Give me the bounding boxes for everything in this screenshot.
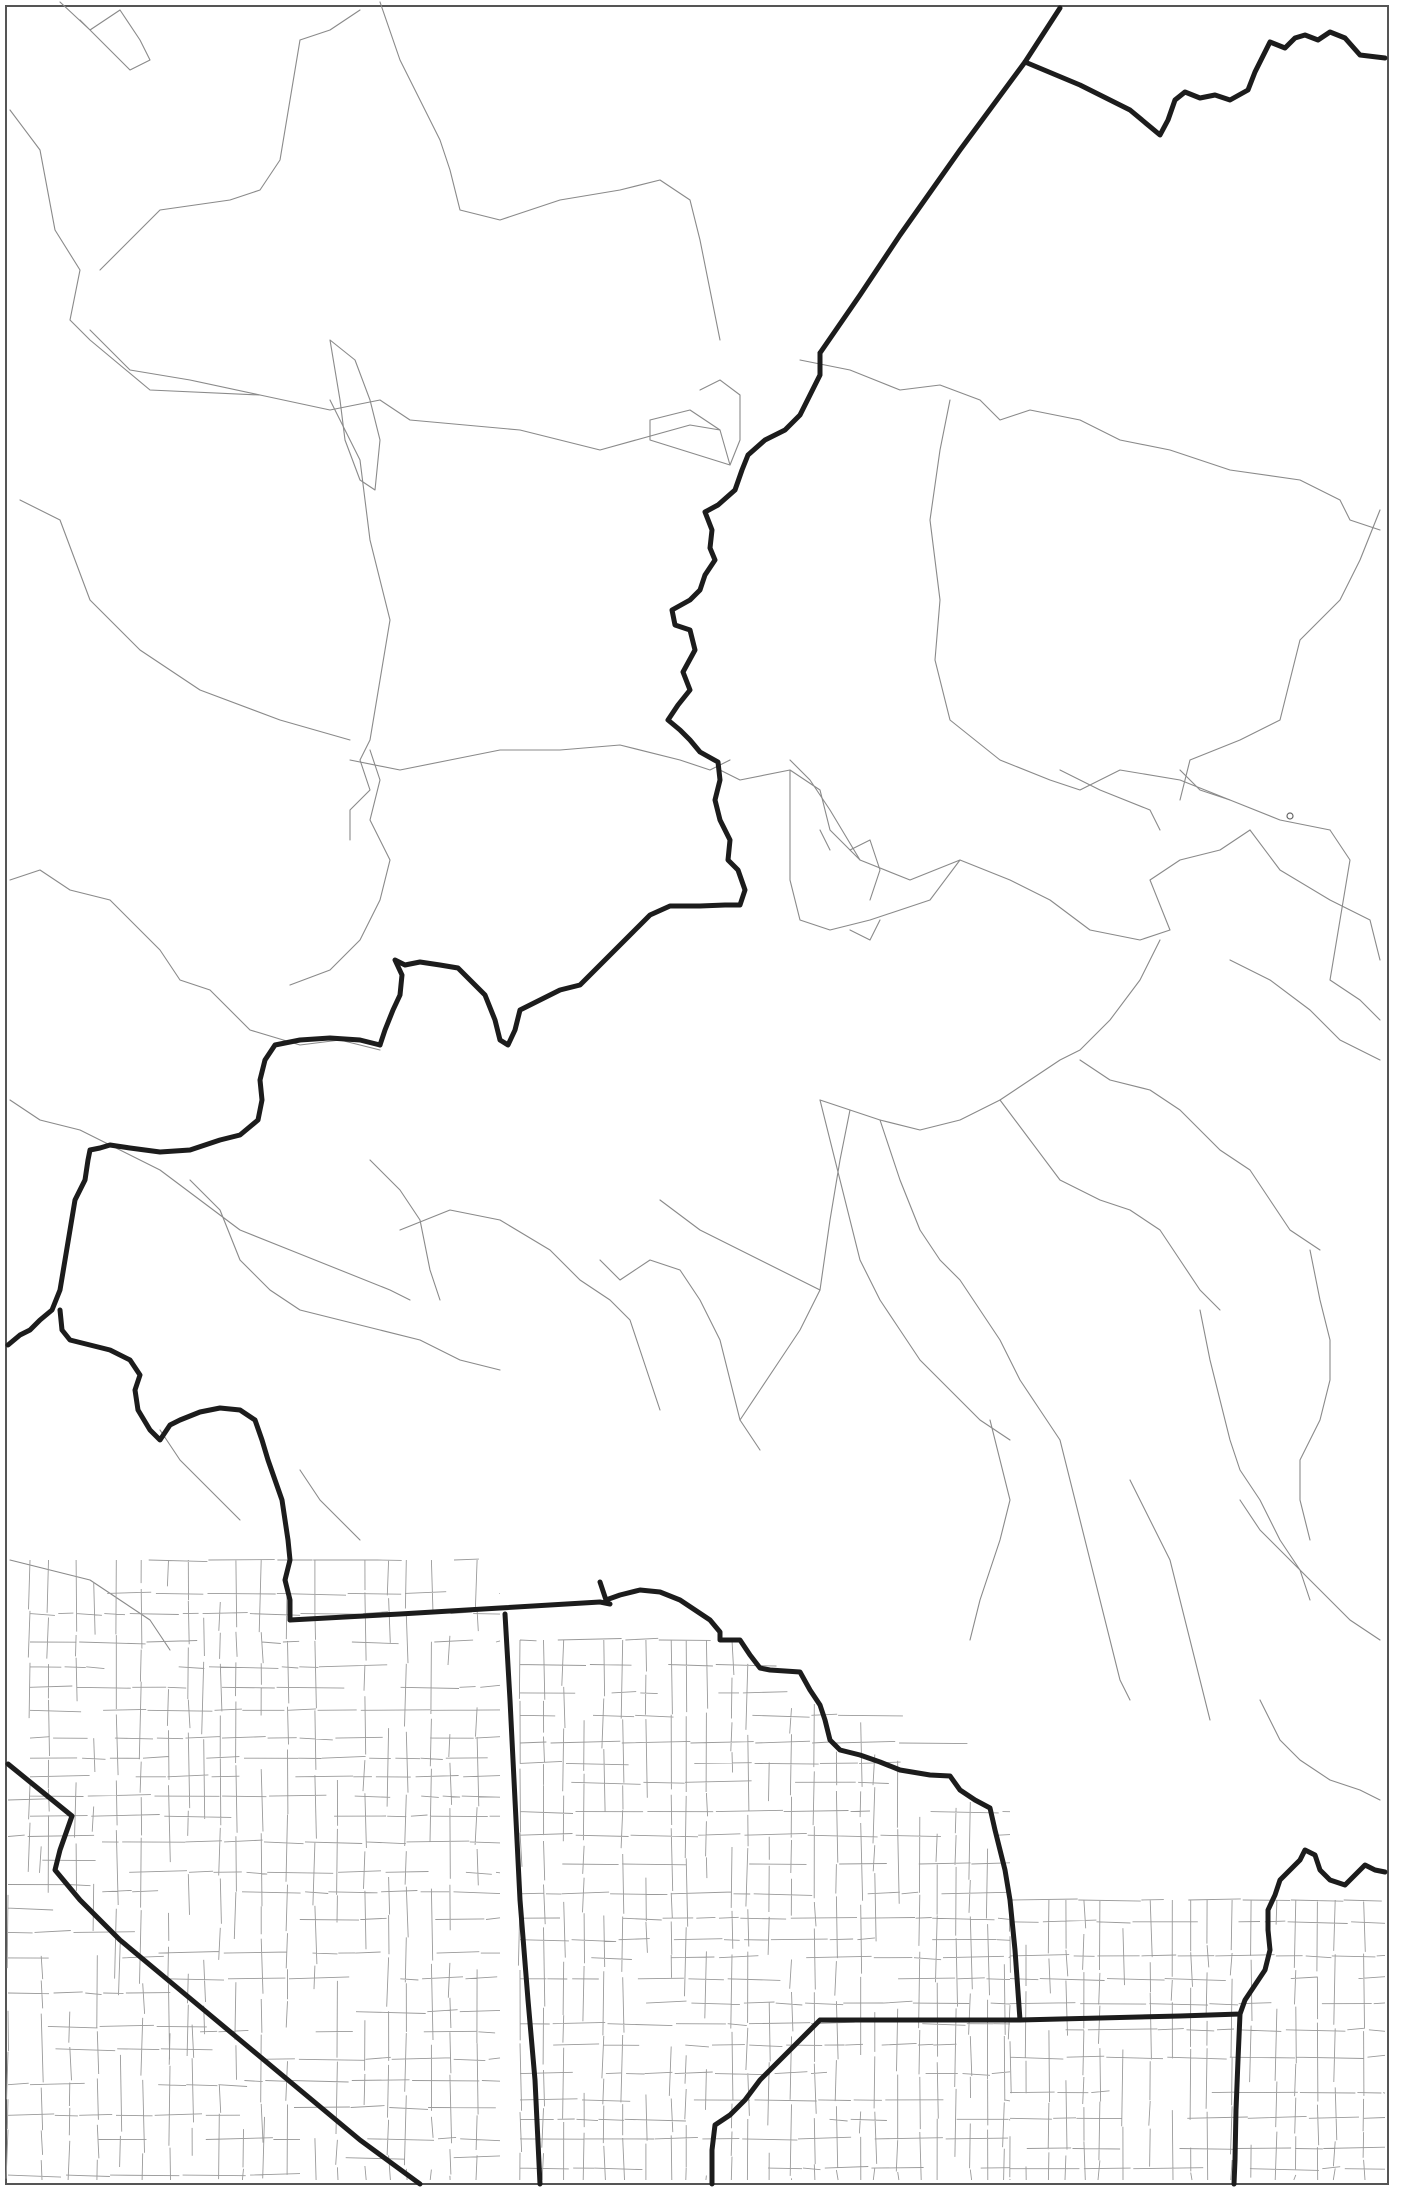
minor-boundary [289, 749, 391, 986]
major-boundary-central-winding [377, 350, 823, 1048]
major-boundary-urban-divider [502, 1611, 543, 2187]
parcel-lines [27, 1558, 501, 2181]
urban-parcel-grid-southwest [5, 1798, 301, 2181]
minor-boundary [379, 1, 721, 341]
major-boundary-south-east [1017, 1847, 1388, 2023]
minor-boundary [819, 939, 1161, 1131]
minor-boundary [879, 1119, 1061, 1441]
minor-boundary [1059, 769, 1231, 831]
minor-boundaries [9, 1, 1381, 1801]
minor-boundary [1059, 1439, 1131, 1701]
minor-boundary [929, 399, 1331, 831]
major-boundary-west-winding [5, 1035, 383, 1348]
major-boundary-northeast [1022, 29, 1388, 138]
minor-boundary [9, 1099, 411, 1301]
major-boundary-urban-north [287, 1579, 1023, 2023]
parcel-lines [5, 1798, 301, 2181]
minor-boundary [789, 759, 961, 931]
minor-boundary [189, 1179, 501, 1371]
minor-boundary [59, 1, 151, 71]
minor-boundary [1259, 1699, 1381, 1801]
minor-boundary [969, 1419, 1011, 1641]
minor-boundary [1199, 1309, 1311, 1601]
minor-boundary [1079, 1059, 1321, 1251]
minor-boundary [599, 1259, 761, 1451]
major-boundary-south-inner [709, 2017, 1023, 2187]
map-marker-dot [1286, 812, 1294, 820]
parcel-lines [517, 1637, 1011, 2181]
minor-boundary [89, 329, 391, 841]
minor-boundary [659, 1099, 1011, 1441]
minor-boundary [159, 1429, 361, 1541]
major-boundary-west-south [57, 1307, 293, 1623]
minor-boundary [719, 769, 1251, 941]
minor-boundary [1179, 509, 1381, 801]
map-frame [5, 5, 1389, 2185]
minor-boundary [1129, 1479, 1211, 1721]
minor-boundary [999, 1099, 1221, 1311]
minor-boundary [369, 1159, 661, 1411]
minor-boundary [19, 499, 731, 771]
minor-boundary [1239, 1499, 1381, 1641]
urban-parcel-grid-central [517, 1637, 1011, 2181]
minor-boundary [739, 1109, 851, 1421]
minor-boundary [649, 379, 741, 466]
minor-boundary [799, 359, 1381, 531]
minor-boundary [1329, 829, 1381, 1021]
minor-boundary [9, 1559, 171, 1651]
minor-boundary [819, 829, 881, 941]
minor-boundary [9, 109, 731, 466]
major-boundary-north-diagonal [817, 5, 1063, 356]
urban-parcel-grid-west [27, 1558, 501, 2181]
minor-boundary [99, 9, 361, 271]
major-boundaries [5, 5, 1388, 2187]
minor-boundary [329, 339, 381, 491]
minor-boundary [1229, 829, 1381, 1061]
major-boundary-south-east-vertical [1231, 2011, 1243, 2187]
major-boundary-southwest-diagonal [5, 1761, 423, 2187]
urban-parcel-grid-east [1007, 1898, 1386, 2181]
minor-boundary [1299, 1249, 1331, 1541]
minor-boundary [9, 869, 381, 1051]
parcel-lines [1007, 1898, 1386, 2181]
